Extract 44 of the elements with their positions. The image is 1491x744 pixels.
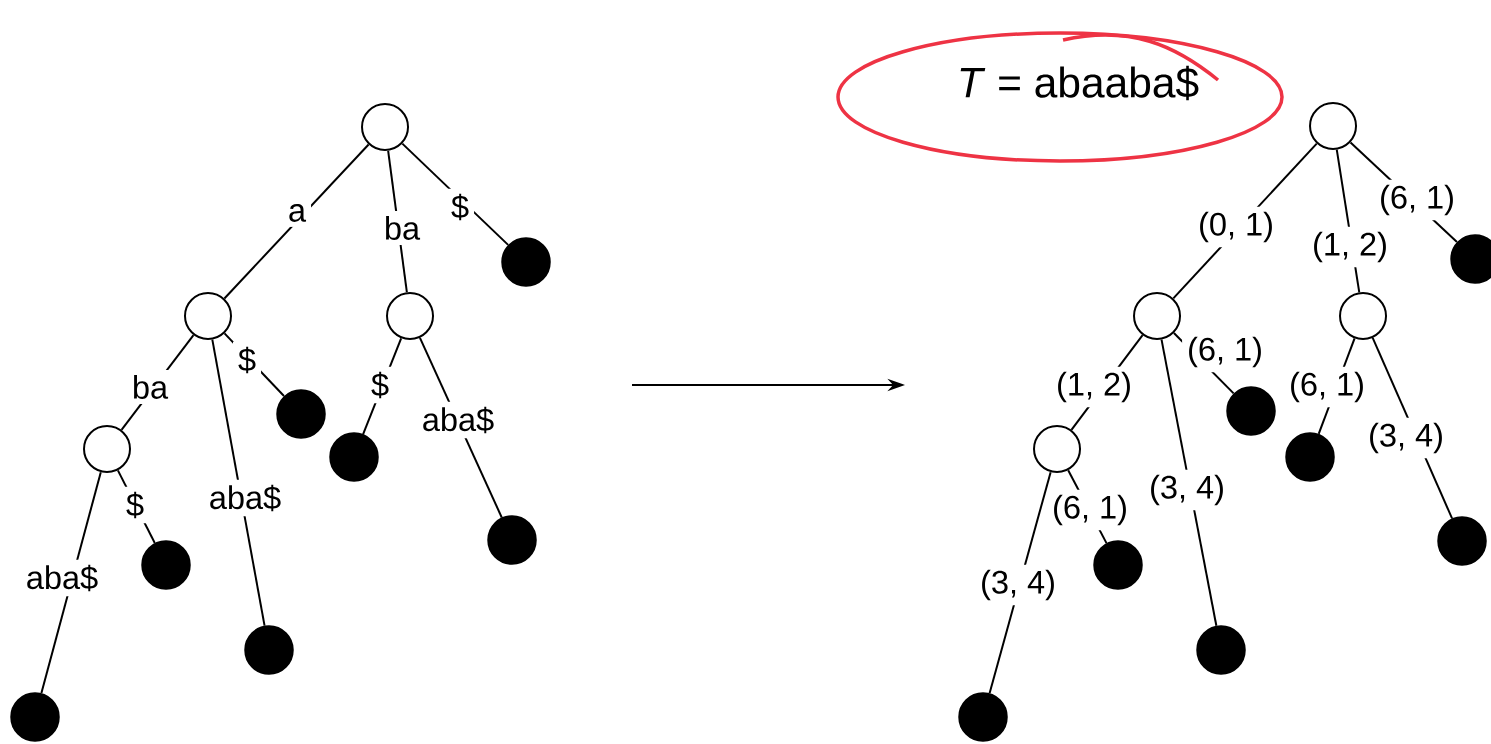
edge-label: $: [233, 341, 262, 379]
leaf-node: [141, 540, 191, 590]
edge-label: (6, 1): [1374, 179, 1460, 221]
leaf-node: [1093, 540, 1143, 590]
edge-label: $: [365, 366, 395, 404]
edge-label: (1, 2): [1051, 366, 1137, 408]
leaf-node: [329, 432, 379, 482]
empty-node: [1133, 292, 1181, 340]
leaf-node: [244, 625, 294, 675]
edge-label: aba$: [20, 559, 104, 597]
empty-node: [83, 425, 131, 473]
edge-label: ba: [378, 211, 426, 245]
edge-label: a: [282, 199, 312, 227]
edge-label: $: [120, 486, 150, 524]
leaf-node: [1285, 432, 1335, 482]
empty-node: [1033, 425, 1081, 473]
empty-node: [184, 292, 232, 340]
empty-node: [386, 292, 434, 340]
leaf-node: [10, 692, 60, 742]
edge-label: (6, 1): [1182, 331, 1268, 373]
edge-label: ba: [126, 370, 174, 404]
edge-label: (3, 4): [975, 564, 1061, 606]
leaf-node: [1226, 386, 1276, 436]
leaf-node: [1437, 516, 1487, 566]
leaf-node: [487, 515, 537, 565]
edge-label: $: [446, 188, 475, 226]
leaf-node: [501, 237, 551, 287]
leaf-node: [958, 692, 1008, 742]
edge-label: (0, 1): [1193, 206, 1279, 248]
empty-node: [361, 103, 409, 151]
leaf-node: [1196, 625, 1246, 675]
edge-label: (1, 2): [1307, 226, 1393, 268]
edge-label: aba$: [203, 479, 287, 517]
edge-label: (6, 1): [1047, 489, 1133, 531]
tree-edge: [211, 338, 266, 627]
empty-node: [1339, 292, 1387, 340]
leaf-node: [276, 389, 326, 439]
edge-label: aba$: [416, 401, 500, 439]
empty-node: [1309, 102, 1357, 150]
leaf-node: [1450, 234, 1491, 284]
edge-label: (3, 4): [1144, 469, 1230, 511]
tree-edge: [223, 143, 370, 300]
edge-label: (6, 1): [1284, 366, 1370, 408]
edge-label: (3, 4): [1363, 417, 1449, 459]
